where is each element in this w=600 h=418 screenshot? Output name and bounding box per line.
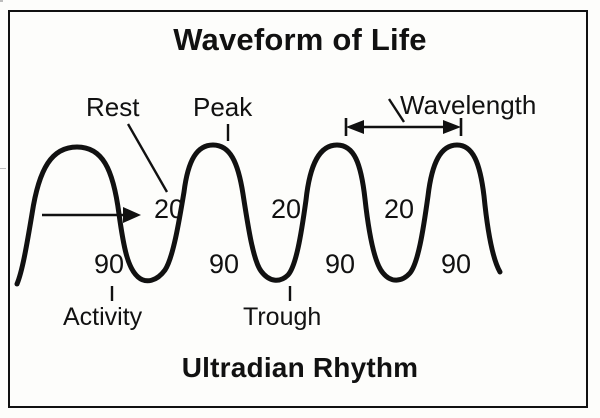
page-title: Waveform of Life [173, 22, 427, 57]
scan-artifact-top [0, 0, 3, 2]
trough-value-3: 90 [325, 249, 356, 279]
peak-value-2: 20 [271, 194, 302, 224]
peak-value-3: 20 [384, 194, 415, 224]
trough-value-2: 90 [209, 249, 240, 279]
trough-value-4: 90 [441, 249, 472, 279]
annotation-activity: Activity [63, 303, 143, 331]
annotation-rest: Rest [86, 92, 140, 122]
annotation-peak: Peak [193, 92, 253, 122]
trough-value-1: 90 [94, 249, 125, 279]
annotation-wavelength: Wavelength [400, 90, 537, 120]
peak-value-1: 20 [154, 194, 185, 224]
figure-caption: Ultradian Rhythm [181, 352, 419, 383]
scan-artifact-left [0, 168, 6, 169]
annotation-trough: Trough [243, 303, 322, 331]
